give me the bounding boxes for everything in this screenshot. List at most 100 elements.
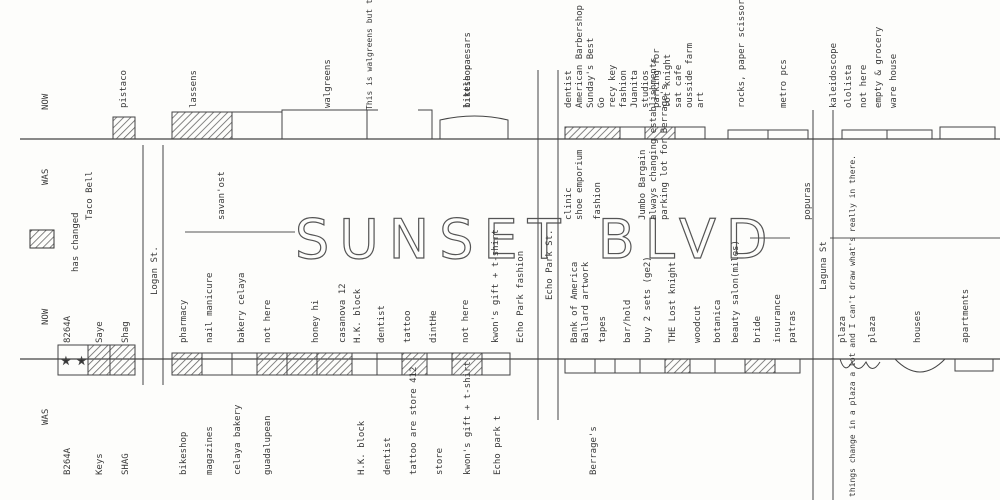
storefront <box>231 352 258 376</box>
bottom-was-label-5: celaya bakery <box>233 404 243 475</box>
top-now-label: NOW <box>41 93 51 110</box>
bottom-now-label-15: Echo Park fashion <box>516 251 526 343</box>
bottom-now-label-11: tattoo <box>403 310 413 343</box>
street-name-logan: Logan St. <box>150 246 160 295</box>
storefront <box>376 352 403 376</box>
storefront <box>439 115 509 139</box>
top-now-label-10: fashion <box>619 70 629 108</box>
storefront <box>939 126 996 140</box>
bottom-was-label-6: guadalupean <box>263 415 273 475</box>
top-now-label-3: little caesars <box>463 32 473 108</box>
bottom-was-label-13: Berrage's <box>589 426 599 475</box>
bottom-now-label-30: houses <box>913 310 923 343</box>
street-name-echo-park: Echo Park St. <box>545 230 555 300</box>
top-was-label-4: fashion <box>593 182 603 220</box>
bottom-was-label-9: tattoo are store 412 <box>409 367 419 475</box>
top-now-label-24: ware house <box>889 54 899 108</box>
storefront <box>674 126 706 140</box>
storefront <box>171 111 233 140</box>
top-now-label-0: pistaco <box>119 70 129 108</box>
bottom-now-label-8: casanova 12 <box>338 283 348 343</box>
top-now-label-21: ololista <box>844 65 854 108</box>
top-now-label-22: not here <box>859 65 869 108</box>
top-now-label-8: Go <box>597 97 607 108</box>
bottom-now-label-28: plaza <box>838 316 848 343</box>
storefront <box>767 129 809 140</box>
storefront <box>886 129 933 140</box>
legend: has changed <box>29 212 81 272</box>
top-was-label-0: Taco Bell <box>85 171 95 220</box>
bottom-now-label-22: woodcut <box>693 305 703 343</box>
bottom-now-label-31: apartments <box>961 289 971 343</box>
star-mark: ★ ★ <box>62 353 86 368</box>
storefront <box>714 358 746 374</box>
bottom-note: things change in a plaza a lot and I can… <box>848 155 857 497</box>
storefront <box>619 126 646 140</box>
top-now-label-1: lassens <box>189 70 199 108</box>
top-now-label-12: studios <box>641 70 651 108</box>
storefront <box>774 358 801 374</box>
storefront <box>744 358 776 374</box>
bottom-now-label-1: Saye <box>95 321 105 343</box>
bottom-now-label-0: 8264A <box>63 315 73 343</box>
storefront <box>614 358 641 374</box>
bottom-now-label-3: pharmacy <box>179 299 189 343</box>
top-was-label: WAS <box>41 169 51 185</box>
north-storefronts <box>112 109 996 140</box>
top-now-label-23: empty & grocery <box>874 26 884 108</box>
top-was-label-6: always changing establishments <box>649 57 659 220</box>
bottom-now-label-18: tapes <box>598 316 608 343</box>
storefront <box>841 129 888 140</box>
bottom-was-label: WAS <box>41 409 51 425</box>
storefront <box>839 358 881 369</box>
top-was-label-2: clinic <box>564 187 574 220</box>
storefront <box>894 358 946 373</box>
bottom-now-label-2: Shag <box>121 321 131 343</box>
top-was-label-3: shoe emporium <box>575 150 585 220</box>
storefront <box>286 352 318 376</box>
bottom-now-label-26: insurance <box>773 294 783 343</box>
bottom-now-label-7: honey hi <box>311 300 321 343</box>
bottom-now-label-5: bakery celaya <box>237 273 247 343</box>
bottom-now-label-19: bar/hold <box>623 300 633 343</box>
storefront <box>281 109 368 140</box>
bottom-now-label-17: Ballard artwork <box>581 261 591 343</box>
storefront <box>689 358 716 374</box>
center-line <box>185 231 1000 239</box>
storefront <box>564 126 621 140</box>
bottom-now-label: NOW <box>41 308 51 325</box>
bottom-now-label-14: kwon's gift + t-shirt <box>491 229 501 343</box>
storefront <box>727 129 769 140</box>
top-now-label-18: rocks, paper scissors <box>737 0 747 108</box>
legend-label: has changed <box>71 212 81 272</box>
bottom-was-label-3: bikeshop <box>179 432 189 475</box>
storefront <box>316 352 353 376</box>
top-was-label-1: savan'ost <box>217 171 227 220</box>
bottom-now-label-12: dintHe <box>429 310 439 343</box>
storefront <box>564 358 596 374</box>
top-now-label-14: lot knight <box>663 54 673 108</box>
storefront <box>171 352 203 376</box>
storefront <box>112 116 136 140</box>
cross-streets <box>142 70 834 500</box>
top-now-label-19: metro pcs <box>779 59 789 108</box>
bottom-now-label-16: Bank of America <box>570 262 580 343</box>
top-now-label-13: parking for <box>652 48 662 108</box>
bottom-now-label-20: buy 2 sets (ge2) <box>643 256 653 343</box>
bottom-now-label-21: THE Lost knight <box>668 262 678 343</box>
top-now-label-16: ousside farm <box>685 43 695 108</box>
map-title: SUNSET BLVD <box>295 208 777 271</box>
bottom-was-label-4: magazines <box>205 426 215 475</box>
bottom-now-label-13: not here <box>461 300 471 343</box>
storefront <box>109 344 136 376</box>
top-now-label-6: American Barbershop <box>575 5 585 108</box>
storefront <box>664 358 691 374</box>
bottom-was-label-12: Echo park t <box>493 415 503 475</box>
storefront <box>594 358 616 374</box>
top-now-label-4: bikeshop <box>463 65 473 108</box>
storefront <box>426 352 453 376</box>
bottom-was-label-10: store <box>435 448 445 475</box>
